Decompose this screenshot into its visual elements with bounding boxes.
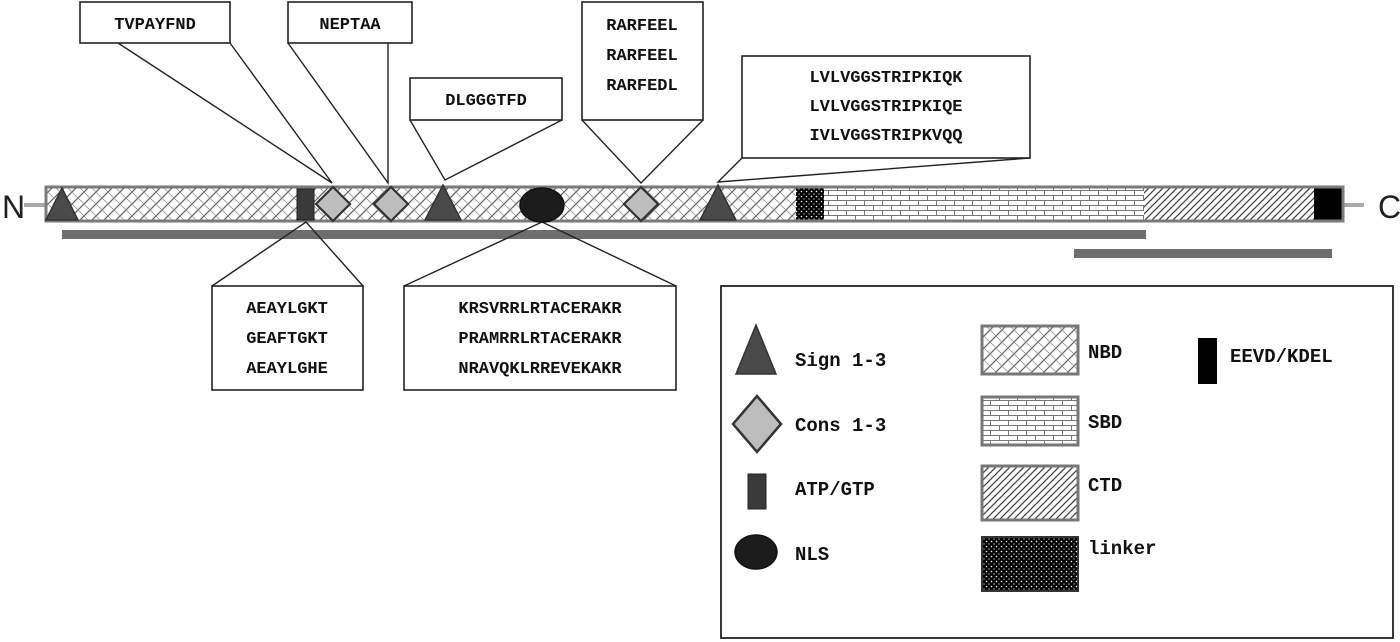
cons-diamond-marker xyxy=(372,185,410,223)
motif-markers xyxy=(44,183,738,223)
callout-text-line-1: RARFEEL xyxy=(606,17,677,36)
legend: Sign 1-3 Cons 1-3 ATP/GTP NLS NBD SBD CT… xyxy=(720,285,1394,639)
callout-aeaylgkt: AEAYLGKT GEAFTGKT AEAYLGHE xyxy=(211,285,364,391)
callout-krsvrr: KRSVRRLRTACERAKR PRAMRRLRTACERAKR NRAVQK… xyxy=(403,285,677,391)
callout-text-line-3: RARFEDL xyxy=(606,77,677,96)
callout-tvpayfnd: TVPAYFND xyxy=(79,1,231,44)
legend-ctd-swatch xyxy=(980,464,1080,522)
callout-dlgggtfd: DLGGGTFD xyxy=(409,77,563,121)
sbd-domain xyxy=(824,187,1144,221)
c-terminus-label: C xyxy=(1378,189,1400,225)
cons-diamond-marker xyxy=(314,185,352,223)
callout-neptaa: NEPTAA xyxy=(287,1,413,44)
nls-ellipse-marker xyxy=(519,187,565,223)
callout-lvlvgg: LVLVGGSTRIPKIQK LVLVGGSTRIPKIQE IVLVGGST… xyxy=(741,55,1031,159)
legend-atp-icon xyxy=(747,473,767,510)
legend-sign-label: Sign 1-3 xyxy=(795,350,886,372)
legend-nls-icon xyxy=(734,534,778,570)
ctd-domain xyxy=(1144,187,1314,221)
callout-rarfeel: RARFEEL RARFEEL RARFEDL xyxy=(581,1,704,121)
legend-nbd-label: NBD xyxy=(1088,342,1122,364)
callout-text-line-1: KRSVRRLRTACERAKR xyxy=(458,300,622,319)
eevd-terminal-block xyxy=(1314,187,1344,221)
legend-ctd-label: CTD xyxy=(1088,475,1122,497)
callout-text-line-2: RARFEEL xyxy=(606,47,677,66)
atp-gtp-marker xyxy=(296,188,315,221)
sign-triangle-marker xyxy=(423,183,463,221)
callout-text-line-3: NRAVQKLRREVEKAKR xyxy=(458,360,622,379)
legend-cons-label: Cons 1-3 xyxy=(795,415,886,437)
callout-text-line-2: GEAFTGKT xyxy=(246,330,328,349)
callout-text-line-3: AEAYLGHE xyxy=(246,360,328,379)
legend-nls-label: NLS xyxy=(795,544,829,566)
legend-linker-swatch xyxy=(981,536,1079,592)
callout-text-line-2: LVLVGGSTRIPKIQE xyxy=(809,98,962,117)
legend-linker-label: linker xyxy=(1088,538,1156,560)
legend-atp-label: ATP/GTP xyxy=(795,479,875,501)
callout-text-line-1: AEAYLGKT xyxy=(246,300,328,319)
cons-diamond-marker xyxy=(622,185,660,223)
callout-text-line-3: IVLVGGSTRIPKVQQ xyxy=(809,127,962,146)
legend-nbd-swatch xyxy=(980,324,1080,376)
callout-text: DLGGGTFD xyxy=(445,92,527,111)
sign-triangle-marker xyxy=(698,183,738,221)
ctd-extent-bar xyxy=(1074,249,1332,258)
callout-text: NEPTAA xyxy=(319,16,381,35)
legend-eevd-icon xyxy=(1198,338,1217,384)
legend-cons-icon xyxy=(731,394,783,454)
nbd-extent-bar xyxy=(62,230,1146,239)
domain-bar-outline xyxy=(44,185,1345,223)
nbd-domain xyxy=(46,187,796,221)
legend-sign-icon xyxy=(734,323,778,375)
linker-domain xyxy=(796,187,824,221)
legend-sbd-label: SBD xyxy=(1088,412,1122,434)
legend-eevd-label: EEVD/KDEL xyxy=(1230,346,1333,368)
callout-text-line-1: LVLVGGSTRIPKIQK xyxy=(809,69,963,88)
sign-triangle-marker xyxy=(44,186,80,221)
domain-bar xyxy=(44,185,1345,223)
callout-text-line-2: PRAMRRLRTACERAKR xyxy=(458,330,622,349)
legend-sbd-swatch xyxy=(980,395,1080,447)
callout-text: TVPAYFND xyxy=(114,16,196,35)
n-terminus-label: N xyxy=(2,189,25,225)
